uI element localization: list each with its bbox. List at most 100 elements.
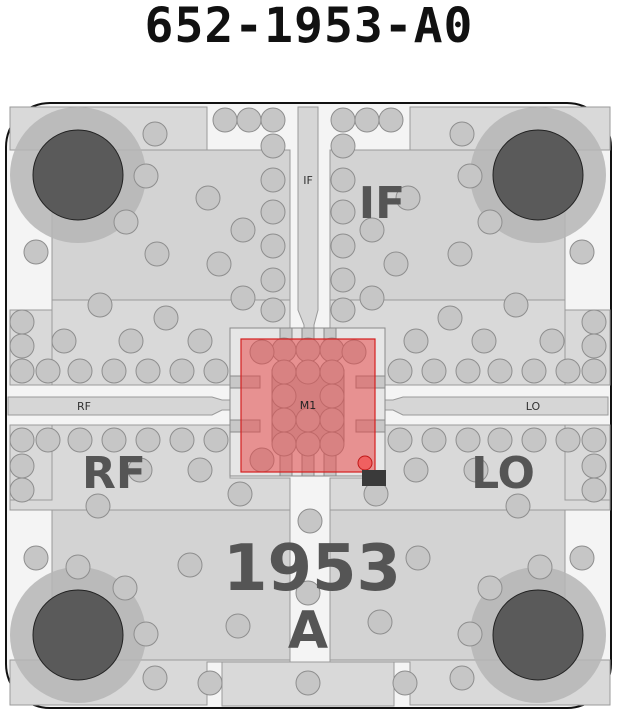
via [395,185,421,211]
component-highlight [240,338,386,486]
if-trace [297,106,319,346]
via [177,552,203,578]
label-revision: A [288,601,328,661]
via [169,358,195,384]
via [9,333,35,359]
via [113,209,139,235]
signal-traces [7,106,609,416]
via [133,163,159,189]
label-rf-big: RF [82,448,146,499]
via [118,328,144,354]
via [449,665,475,691]
via [67,358,93,384]
via [203,427,229,453]
via [555,427,581,453]
via [260,267,286,293]
via [127,457,153,483]
via [405,545,431,571]
via [330,267,356,293]
via [455,427,481,453]
via [297,508,323,534]
via [421,427,447,453]
board-title: 652-1953-A0 [144,0,474,54]
via [153,305,179,331]
rf-trace [7,396,241,416]
via [521,427,547,453]
via [330,107,356,133]
via [581,309,607,335]
via [23,545,49,571]
via [112,575,138,601]
via [457,163,483,189]
via [437,305,463,331]
via [449,121,475,147]
via [477,575,503,601]
via [503,292,529,318]
via [330,133,356,159]
via [555,358,581,384]
label-if-small: IF [303,174,313,187]
via [581,453,607,479]
via [295,670,321,696]
via [569,239,595,265]
via [227,481,253,507]
via [521,358,547,384]
via [197,670,223,696]
label-part-number: 1953 [223,532,401,606]
via [581,358,607,384]
via [387,358,413,384]
via [9,453,35,479]
via [260,107,286,133]
via [387,427,413,453]
via [230,217,256,243]
via [195,185,221,211]
via [135,358,161,384]
lo-trace [374,396,609,416]
via [463,457,489,483]
label-component: M1 [300,399,317,412]
via [230,285,256,311]
via [569,545,595,571]
via [378,107,404,133]
via [9,309,35,335]
via [383,251,409,277]
label-lo-big: LO [471,448,535,499]
via [87,292,113,318]
via [260,233,286,259]
via [392,670,418,696]
via [9,427,35,453]
via [51,328,77,354]
via [187,328,213,354]
via [212,107,238,133]
via [67,427,93,453]
via [487,358,513,384]
via [330,233,356,259]
via [455,358,481,384]
label-lo-small: LO [526,400,541,413]
via [203,358,229,384]
label-rf-small: RF [77,400,91,413]
via [330,297,356,323]
via [169,427,195,453]
via [367,609,393,635]
via [487,427,513,453]
via [403,328,429,354]
via [539,328,565,354]
via [471,328,497,354]
via [330,167,356,193]
label-if-big: IF [359,178,405,229]
via [101,427,127,453]
via [23,239,49,265]
via [206,251,232,277]
via [359,285,385,311]
via [527,554,553,580]
via [9,358,35,384]
via [421,358,447,384]
via [187,457,213,483]
via [65,554,91,580]
via [133,621,159,647]
via [260,167,286,193]
via [236,107,262,133]
via [260,297,286,323]
